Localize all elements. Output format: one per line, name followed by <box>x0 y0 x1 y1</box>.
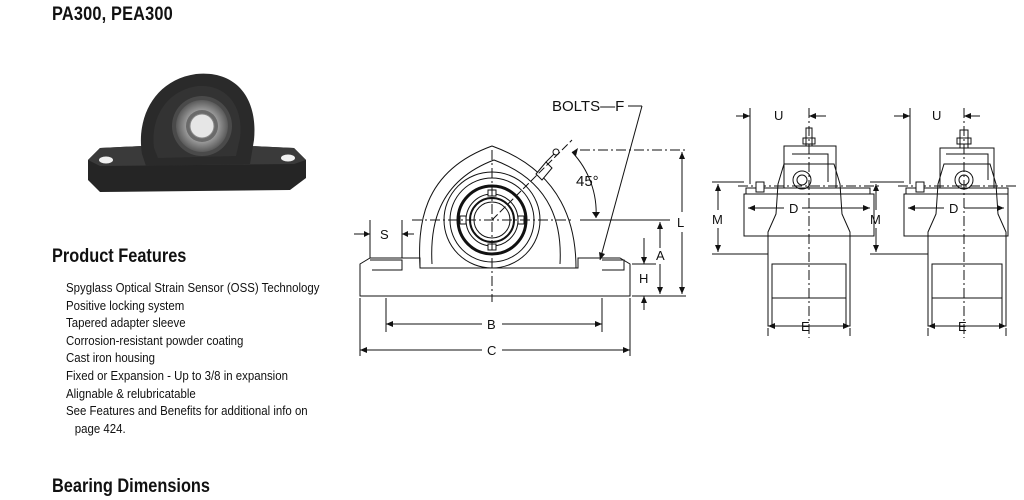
side-view-expansion <box>870 108 1016 338</box>
dim-m-label-2: M <box>870 212 881 227</box>
feature-item: Cast iron housing <box>66 350 156 366</box>
dim-a-label: A <box>656 248 665 263</box>
angle-label: 45° <box>576 173 599 190</box>
dim-e-label: E <box>801 319 810 334</box>
side-view-fixed <box>712 108 880 338</box>
product-photo <box>88 73 306 192</box>
page-title: PA300, PEA300 <box>52 4 173 25</box>
feature-item: Tapered adapter sleeve <box>66 315 186 331</box>
bolts-f-label: BOLTS—F <box>552 98 624 115</box>
dim-m-label: M <box>712 212 723 227</box>
feature-item: Positive locking system <box>66 297 185 313</box>
dim-d-label: D <box>789 201 798 216</box>
dim-l-label: L <box>677 215 684 230</box>
feature-item: Alignable & relubricatable <box>66 385 196 401</box>
feature-item: Fixed or Expansion - Up to 3/8 in expans… <box>66 367 288 383</box>
dim-h-label: H <box>639 271 648 286</box>
dim-s-label: S <box>380 227 389 242</box>
feature-item: Spyglass Optical Strain Sensor (OSS) Tec… <box>66 280 320 295</box>
dim-c-label: C <box>487 343 496 358</box>
dim-u-label: U <box>774 108 783 123</box>
front-view <box>354 105 686 356</box>
dim-u-label-2: U <box>932 108 941 123</box>
dim-d-label-2: D <box>949 201 958 216</box>
feature-item: Corrosion-resistant powder coating <box>66 332 244 348</box>
dim-e-label-2: E <box>958 319 967 334</box>
product-features-list: Spyglass Optical Strain Sensor (OSS) Tec… <box>66 279 330 437</box>
feature-item-continued: page 424. <box>74 420 126 436</box>
product-features-heading: Product Features <box>52 246 187 267</box>
dim-b-label: B <box>487 317 496 332</box>
feature-item: See Features and Benefits for additional… <box>66 403 308 419</box>
bearing-dimensions-heading: Bearing Dimensions <box>52 476 210 497</box>
dimension-drawing: BOLTS—F 45° S B C A H L U M D E U M D E <box>354 98 1016 358</box>
